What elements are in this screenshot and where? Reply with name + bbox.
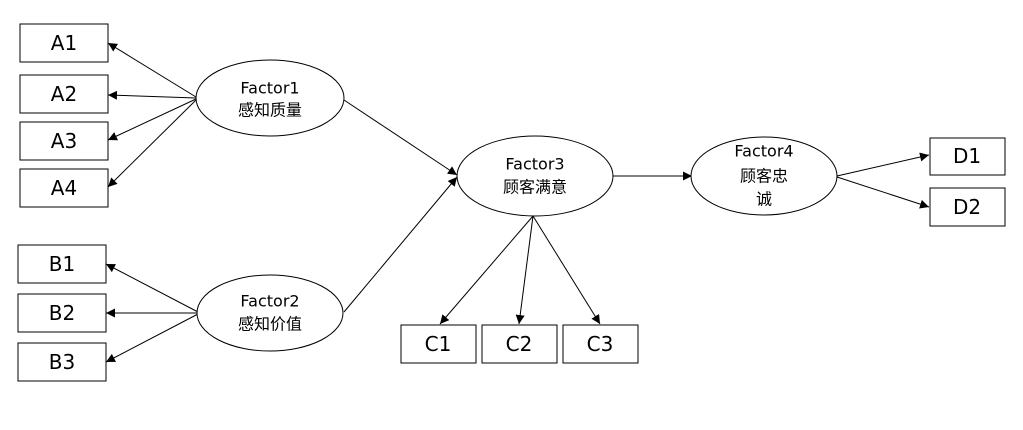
edge-f1-a2 [107, 90, 197, 100]
factor1-name: Factor1 [240, 79, 299, 98]
indicator-a3-label: A3 [51, 129, 77, 153]
indicator-b1: B1 [17, 244, 107, 284]
indicator-d2-label: D2 [953, 195, 981, 219]
indicator-b2-label: B2 [49, 301, 75, 325]
indicator-c3-label: C3 [587, 332, 614, 356]
factor1-node: Factor1 感知质量 [195, 59, 345, 137]
edge-f2-f3 [343, 176, 458, 313]
factor2-desc: 感知价值 [238, 315, 302, 334]
factor4-node: Factor4 顾客忠 诚 [690, 136, 838, 216]
edge-f3-c1 [439, 215, 534, 325]
indicator-a2-label: A2 [51, 82, 77, 106]
edge-f4-d2 [836, 176, 930, 209]
edge-f1-f3 [343, 99, 458, 176]
factor3-node: Factor3 顾客满意 [456, 135, 614, 217]
indicator-b2: B2 [17, 293, 107, 333]
edge-f1-a1 [107, 42, 197, 98]
indicator-c2-label: C2 [506, 332, 533, 356]
indicator-a3: A3 [19, 121, 109, 161]
factor1-desc: 感知质量 [238, 101, 302, 120]
factor2-name: Factor2 [240, 292, 299, 311]
indicator-c1: C1 [400, 324, 477, 364]
indicator-d1: D1 [929, 137, 1006, 176]
indicator-c3: C3 [562, 324, 639, 364]
indicator-b3: B3 [17, 342, 107, 382]
edge-f3-c3 [532, 215, 601, 325]
indicator-a1-label: A1 [51, 31, 77, 55]
indicator-a1: A1 [19, 23, 109, 63]
edges [105, 42, 930, 363]
factor3-desc: 顾客满意 [503, 178, 567, 197]
indicator-d2: D2 [929, 187, 1006, 227]
indicator-a4-label: A4 [51, 176, 77, 200]
indicator-a4: A4 [19, 168, 109, 208]
indicator-a2: A2 [19, 74, 109, 114]
indicator-c1-label: C1 [425, 332, 452, 356]
indicator-b1-label: B1 [49, 252, 75, 276]
edge-f2-b1 [105, 263, 199, 313]
edge-f1-a3 [107, 98, 197, 141]
factor4-desc-line2: 诚 [756, 190, 772, 209]
factor4-desc-line1: 顾客忠 [740, 167, 788, 186]
factor3-name: Factor3 [505, 155, 564, 174]
edge-f1-a4 [107, 99, 197, 188]
edge-f2-b3 [105, 313, 199, 363]
edge-f3-c2 [515, 215, 534, 325]
edge-f4-d1 [836, 152, 930, 177]
indicator-b3-label: B3 [49, 350, 75, 374]
factor4-name: Factor4 [734, 142, 793, 161]
indicator-d1-label: D1 [953, 144, 981, 168]
factor2-node: Factor2 感知价值 [196, 274, 344, 352]
indicator-c2: C2 [481, 324, 558, 364]
